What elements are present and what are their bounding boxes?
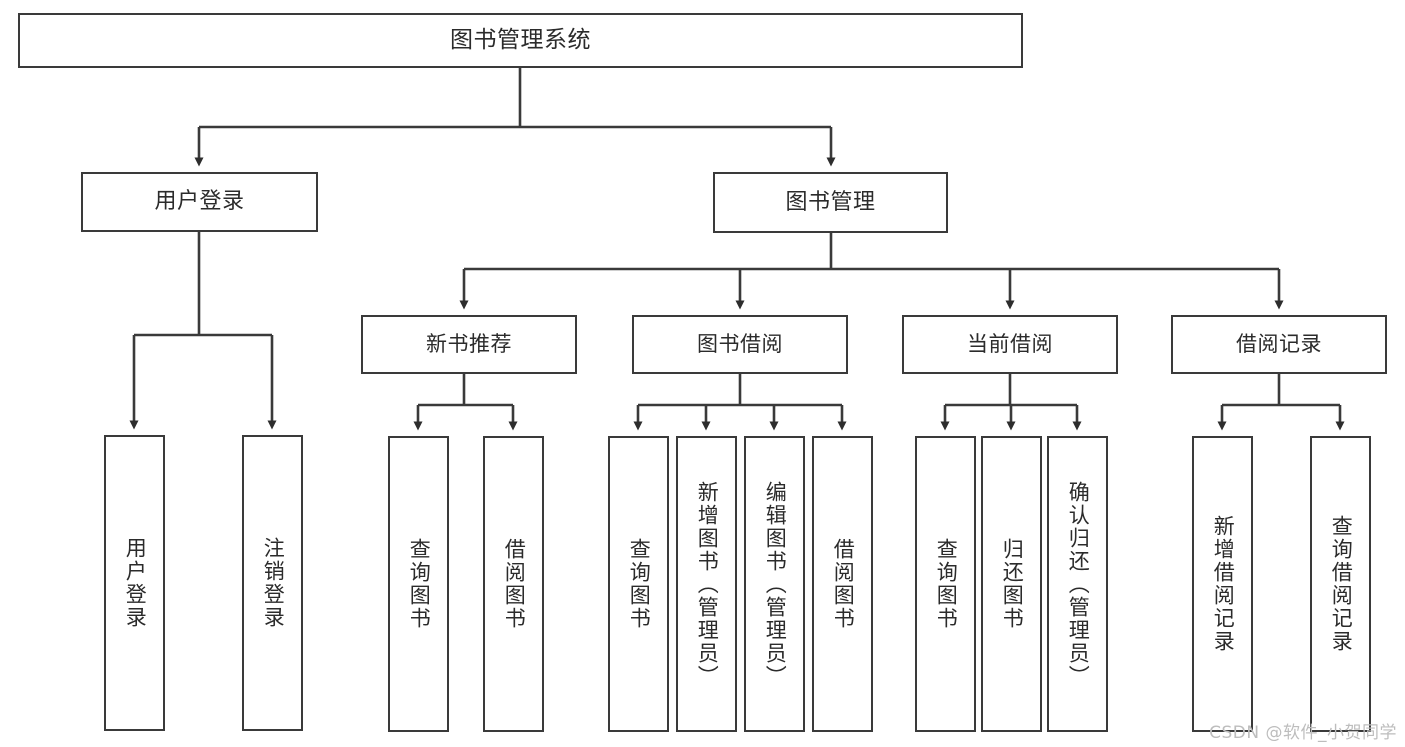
- csdn-watermark: CSDN @软件_小贺同学: [1209, 723, 1397, 743]
- node-leaf-current-borrow-1[interactable]: 查询图书: [915, 436, 976, 732]
- node-leaf-user-login-1[interactable]: 用户登录: [104, 435, 165, 731]
- node-current-borrow-label: 当前借阅: [967, 332, 1053, 357]
- node-new-book-rec-label: 新书推荐: [426, 332, 512, 357]
- node-new-book-rec[interactable]: 新书推荐: [361, 315, 577, 374]
- node-leaf-borrow-record-2[interactable]: 查询借阅记录: [1310, 436, 1371, 732]
- node-leaf-book-borrow-3[interactable]: 编辑图书（管理员）: [744, 436, 805, 732]
- node-borrow-record[interactable]: 借阅记录: [1171, 315, 1387, 374]
- node-leaf-current-borrow-3[interactable]: 确认归还（管理员）: [1047, 436, 1108, 732]
- node-book-manage[interactable]: 图书管理: [713, 172, 948, 233]
- node-leaf-book-borrow-3-label: 编辑图书（管理员）: [763, 480, 788, 688]
- node-leaf-new-book-rec-2-label: 借阅图书: [502, 538, 527, 630]
- node-leaf-book-borrow-1[interactable]: 查询图书: [608, 436, 669, 732]
- node-leaf-book-borrow-4[interactable]: 借阅图书: [812, 436, 873, 732]
- node-borrow-record-label: 借阅记录: [1236, 332, 1322, 357]
- node-book-borrow-label: 图书借阅: [697, 332, 783, 357]
- node-leaf-borrow-record-2-label: 查询借阅记录: [1329, 515, 1354, 653]
- node-leaf-user-login-1-label: 用户登录: [123, 537, 148, 629]
- node-leaf-new-book-rec-2[interactable]: 借阅图书: [483, 436, 544, 732]
- node-leaf-user-login-2-label: 注销登录: [261, 537, 286, 629]
- node-root-label: 图书管理系统: [450, 26, 591, 53]
- node-leaf-book-borrow-2-label: 新增图书（管理员）: [695, 480, 720, 688]
- node-leaf-book-borrow-2[interactable]: 新增图书（管理员）: [676, 436, 737, 732]
- node-leaf-book-borrow-1-label: 查询图书: [627, 538, 652, 630]
- node-leaf-borrow-record-1-label: 新增借阅记录: [1211, 515, 1236, 653]
- node-leaf-new-book-rec-1[interactable]: 查询图书: [388, 436, 449, 732]
- node-book-borrow[interactable]: 图书借阅: [632, 315, 848, 374]
- node-current-borrow[interactable]: 当前借阅: [902, 315, 1118, 374]
- node-book-manage-label: 图书管理: [785, 189, 876, 215]
- node-leaf-borrow-record-1[interactable]: 新增借阅记录: [1192, 436, 1253, 732]
- node-user-login[interactable]: 用户登录: [81, 172, 318, 232]
- node-leaf-current-borrow-2-label: 归还图书: [1000, 538, 1025, 630]
- node-leaf-current-borrow-3-label: 确认归还（管理员）: [1066, 480, 1091, 688]
- node-leaf-new-book-rec-1-label: 查询图书: [407, 538, 432, 630]
- node-leaf-current-borrow-2[interactable]: 归还图书: [981, 436, 1042, 732]
- node-user-login-label: 用户登录: [154, 189, 245, 215]
- node-leaf-user-login-2[interactable]: 注销登录: [242, 435, 303, 731]
- node-root[interactable]: 图书管理系统: [18, 13, 1023, 68]
- node-leaf-current-borrow-1-label: 查询图书: [934, 538, 959, 630]
- node-leaf-book-borrow-4-label: 借阅图书: [831, 538, 856, 630]
